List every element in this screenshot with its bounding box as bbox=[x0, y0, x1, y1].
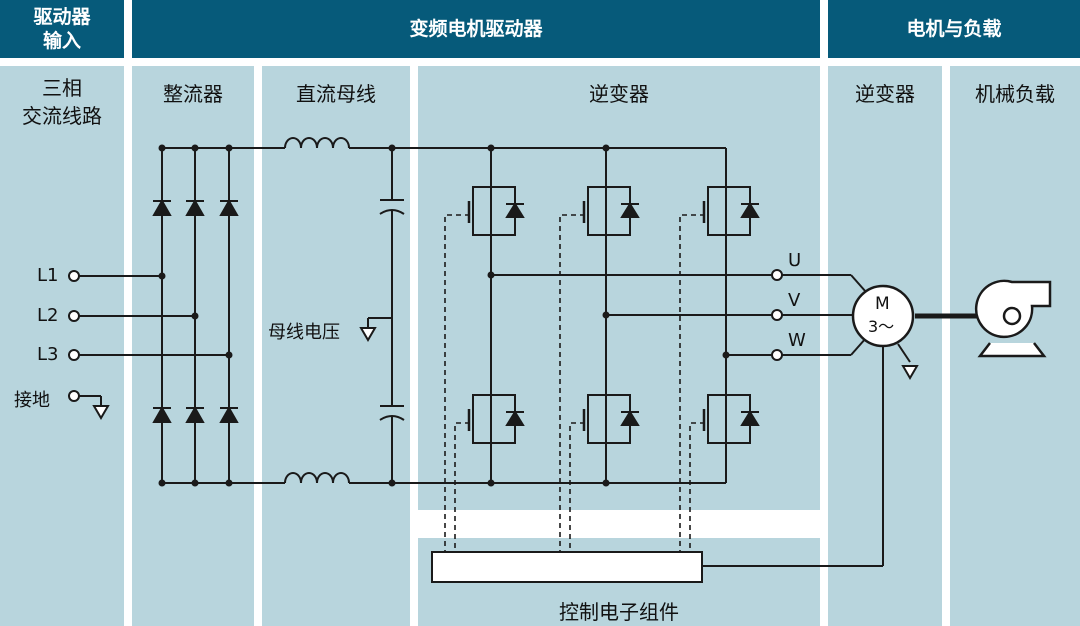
junction-dot bbox=[158, 479, 166, 487]
junction-dot bbox=[191, 312, 199, 320]
column-rectifier bbox=[132, 66, 254, 626]
rectifier-diode bbox=[152, 405, 172, 423]
junction-dot bbox=[225, 479, 233, 487]
motor-label-3phase: 3～ bbox=[868, 317, 895, 336]
phase-w-label: W bbox=[788, 330, 806, 351]
junction-dot bbox=[225, 144, 233, 152]
freewheel-diode bbox=[740, 202, 760, 218]
junction-dot bbox=[487, 271, 495, 279]
rectifier-diode bbox=[219, 198, 239, 216]
phase-v-label: V bbox=[788, 290, 801, 311]
column-dc-bus bbox=[262, 66, 410, 626]
terminal-l3-label: L3 bbox=[37, 344, 59, 365]
rectifier-diode bbox=[185, 405, 205, 423]
junction-dot bbox=[487, 479, 495, 487]
column-inverter-upper bbox=[418, 66, 820, 510]
bus-voltage-label: 母线电压 bbox=[268, 318, 340, 344]
motor-label-m: M bbox=[875, 294, 890, 314]
junction-dot bbox=[388, 479, 396, 487]
title-rectifier: 整流器 bbox=[163, 82, 223, 106]
header-motor-load: 电机与负载 bbox=[828, 0, 1080, 58]
header-drive-input: 驱动器 输入 bbox=[0, 0, 124, 58]
terminal-ground-label: 接地 bbox=[14, 390, 50, 411]
junction-dot bbox=[722, 351, 730, 359]
junction-dot bbox=[602, 311, 610, 319]
title-motor-inverter: 逆变器 bbox=[855, 82, 915, 106]
title-mech-load: 机械负载 bbox=[975, 82, 1055, 106]
freewheel-diode bbox=[620, 202, 640, 218]
freewheel-diode bbox=[505, 202, 525, 218]
rectifier-diode bbox=[219, 405, 239, 423]
title-three-phase: 三相 交流线路 bbox=[22, 76, 102, 128]
rectifier-diode bbox=[185, 198, 205, 216]
title-dc-bus: 直流母线 bbox=[296, 82, 376, 106]
header-vfd: 变频电机驱动器 bbox=[132, 0, 820, 58]
junction-dot bbox=[191, 479, 199, 487]
column-three-phase bbox=[0, 66, 124, 626]
freewheel-diode bbox=[620, 410, 640, 426]
title-inverter: 逆变器 bbox=[589, 82, 649, 106]
junction-dot bbox=[602, 479, 610, 487]
junction-dot bbox=[191, 144, 199, 152]
junction-dot bbox=[225, 351, 233, 359]
terminal-l2-label: L2 bbox=[37, 305, 59, 326]
junction-dot bbox=[158, 272, 166, 280]
control-electronics-label: 控制电子组件 bbox=[559, 600, 679, 624]
terminal-l1-label: L1 bbox=[37, 265, 59, 286]
freewheel-diode bbox=[740, 410, 760, 426]
junction-dot bbox=[487, 144, 495, 152]
phase-u-label: U bbox=[788, 250, 802, 271]
freewheel-diode bbox=[505, 410, 525, 426]
junction-dot bbox=[158, 144, 166, 152]
rectifier-diode bbox=[152, 198, 172, 216]
junction-dot bbox=[602, 144, 610, 152]
junction-dot bbox=[388, 144, 396, 152]
